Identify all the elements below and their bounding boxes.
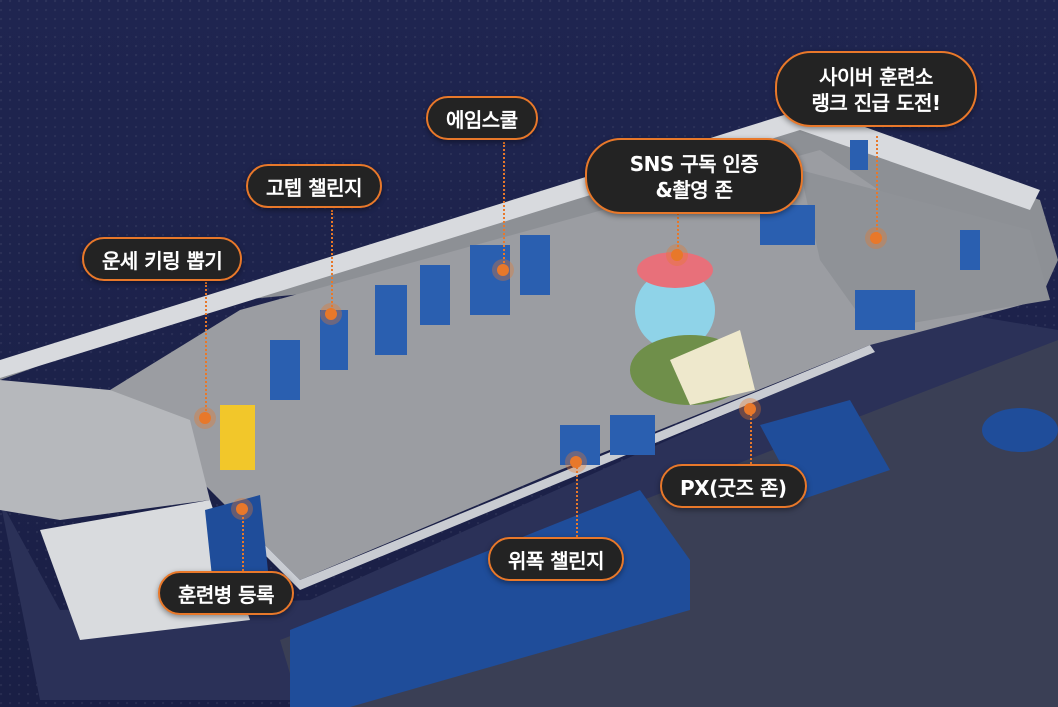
- label-text: 고텝 챌린지: [266, 176, 362, 200]
- booth-panel: [855, 290, 915, 330]
- label-px-goods-zone[interactable]: PX(굿즈 존): [660, 464, 807, 508]
- booth-panel: [610, 415, 655, 455]
- leader-line: [242, 509, 244, 571]
- label-text: 랭크 진급 도전!: [811, 91, 941, 115]
- booth-panel: [375, 285, 407, 355]
- mascot-body: [635, 270, 715, 350]
- marker-recruit-registration[interactable]: [231, 498, 253, 520]
- tent: [670, 330, 755, 405]
- leader-line: [331, 210, 333, 314]
- leader-line: [677, 213, 679, 255]
- booth-panel: [520, 235, 550, 295]
- leader-line: [205, 282, 207, 418]
- label-go-tap-challenge[interactable]: 고텝 챌린지: [246, 164, 382, 208]
- leader-line: [503, 142, 505, 270]
- booth-panel: [270, 340, 300, 400]
- label-text: 운세 키링 뽑기: [102, 249, 223, 273]
- leader-line: [750, 409, 752, 464]
- mascot-hat: [637, 252, 713, 288]
- yellow-kiosk: [220, 405, 255, 470]
- label-text: PX(굿즈 존): [680, 476, 787, 500]
- left-room-wall: [0, 380, 210, 520]
- marker-wipeok-challenge[interactable]: [565, 451, 587, 473]
- label-text: &촬영 존: [655, 178, 733, 202]
- main-floor: [110, 150, 1040, 580]
- leader-line: [876, 136, 878, 238]
- marker-sns-photo-zone[interactable]: [666, 244, 688, 266]
- booth-panel: [960, 230, 980, 270]
- label-aim-school[interactable]: 에임스쿨: [426, 96, 538, 140]
- booth-panel: [420, 265, 450, 325]
- label-text: 사이버 훈련소: [819, 65, 933, 89]
- marker-px-goods-zone[interactable]: [739, 398, 761, 420]
- booth-panel: [850, 140, 868, 170]
- marker-cyber-training-center[interactable]: [865, 227, 887, 249]
- label-text: 에임스쿨: [446, 108, 518, 132]
- marker-fortune-keyring[interactable]: [194, 407, 216, 429]
- leader-line: [576, 462, 578, 537]
- label-fortune-keyring[interactable]: 운세 키링 뽑기: [82, 237, 243, 281]
- label-text: 위폭 챌린지: [508, 549, 604, 573]
- label-wipeok-challenge[interactable]: 위폭 챌린지: [488, 537, 624, 581]
- floor-edge: [235, 345, 875, 590]
- marker-go-tap-challenge[interactable]: [320, 303, 342, 325]
- label-recruit-registration[interactable]: 훈련병 등록: [158, 571, 294, 615]
- marker-aim-school[interactable]: [492, 259, 514, 281]
- label-text: 훈련병 등록: [178, 583, 274, 607]
- label-cyber-training-center[interactable]: 사이버 훈련소 랭크 진급 도전!: [775, 51, 977, 127]
- booth-panel: [320, 310, 348, 370]
- label-text: SNS 구독 인증: [629, 152, 759, 176]
- umbrella: [982, 408, 1058, 452]
- label-sns-photo-zone[interactable]: SNS 구독 인증 &촬영 존: [585, 138, 803, 214]
